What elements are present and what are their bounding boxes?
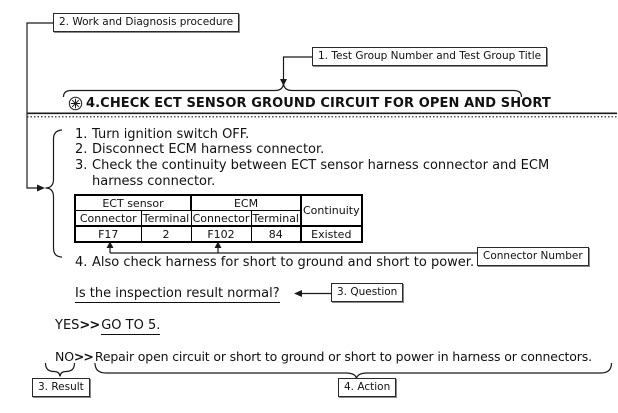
cell-ecm-terminal: 84 (250, 225, 302, 243)
col-header-continuity: Continuity (300, 194, 363, 227)
step-text: Turn ignition switch OFF. (92, 127, 250, 142)
cell-ecm-connector: F102 (190, 225, 252, 243)
continuity-table: ECT sensor ECM Continuity Connector Term… (74, 194, 363, 243)
question-pointer (294, 290, 331, 297)
sub-header-terminal: Terminal (250, 210, 302, 227)
inspection-question: Is the inspection result normal? (75, 286, 280, 303)
result-separator: >> (79, 318, 100, 333)
no-result-line: NO>>Repair open circuit or short to grou… (55, 349, 592, 364)
arrow-right-icon (37, 184, 45, 192)
step-number: 2. (75, 142, 88, 157)
table-row: ECT sensor ECM Continuity (74, 194, 363, 227)
sub-header-connector: Connector (190, 210, 252, 227)
yes-action-text: GO TO 5. (101, 318, 161, 335)
cell-ect-connector: F17 (74, 225, 142, 243)
col-header-ect-sensor: ECT sensor (74, 194, 192, 211)
heading-rule (27, 112, 617, 118)
callout-result: 3. Result (32, 378, 90, 397)
sub-header-connector: Connector (74, 210, 142, 227)
cell-continuity-result: Existed (300, 225, 363, 243)
info-icon (68, 96, 83, 111)
callout-connector-number: Connector Number (477, 247, 589, 266)
arrow-down-icon (280, 79, 287, 86)
step-text: Disconnect ECM harness connector. (92, 142, 325, 157)
work-procedure-connector (26, 22, 53, 192)
step-number: 4. (75, 255, 88, 270)
result-label-no: NO (55, 349, 74, 364)
callout-question: 3. Question (331, 283, 404, 302)
step-text: Also check harness for short to ground a… (92, 255, 475, 270)
step-number: 3. (75, 158, 88, 173)
step-text: Check the continuity between ECT sensor … (92, 158, 550, 189)
connector-number-pointer (106, 241, 477, 254)
yes-result-line: YES>>GO TO 5. (55, 318, 161, 335)
no-action-text: Repair open circuit or short to ground o… (94, 349, 592, 364)
callout-work-procedure: 2. Work and Diagnosis procedure (53, 13, 240, 32)
arrow-left-icon (294, 290, 302, 297)
action-underbrace (94, 362, 613, 379)
callout-test-group: 1. Test Group Number and Test Group Titl… (312, 47, 548, 66)
table-row: F17 2 F102 84 Existed (74, 225, 363, 243)
cell-ect-terminal: 2 (140, 225, 192, 243)
result-separator: >> (73, 349, 94, 364)
steps-left-brace (45, 129, 63, 258)
callout-action: 4. Action (338, 378, 397, 397)
test-group-title: 4.CHECK ECT SENSOR GROUND CIRCUIT FOR OP… (86, 96, 551, 111)
result-underbrace (44, 362, 76, 377)
result-label-yes: YES (55, 318, 80, 333)
step-number: 1. (75, 127, 88, 142)
table-row: Connector Terminal Connector Terminal (74, 210, 362, 227)
sub-header-terminal: Terminal (140, 210, 192, 227)
col-header-ecm: ECM (190, 194, 302, 211)
